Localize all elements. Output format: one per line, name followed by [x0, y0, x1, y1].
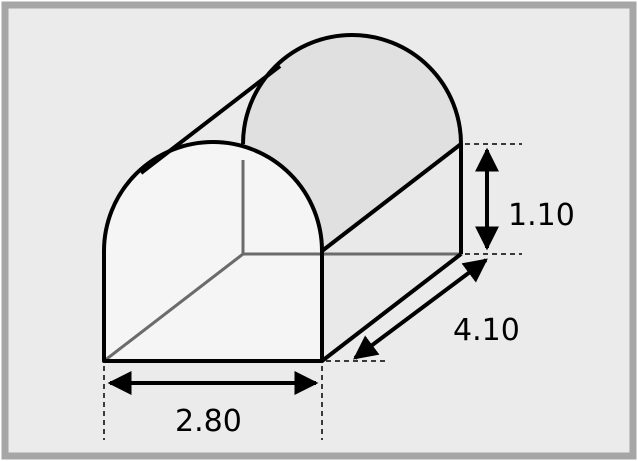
- depth-label: 4.10: [453, 313, 520, 348]
- height-label: 1.10: [508, 198, 575, 233]
- width-label: 2.80: [175, 404, 242, 439]
- front-face: [104, 142, 322, 361]
- depth-dimension-arrow: [353, 258, 488, 360]
- dimension-arrows: [107, 147, 499, 395]
- extension-lines: [103, 143, 522, 440]
- hidden-edges: [103, 160, 461, 363]
